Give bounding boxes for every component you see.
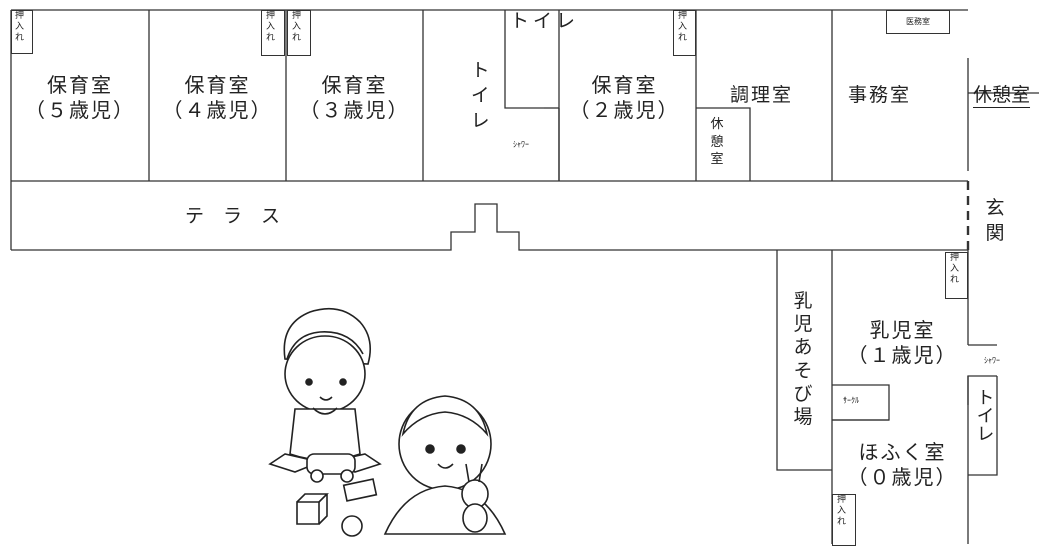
closet-6: 押入れ [832,494,856,546]
closet-1: 押入れ [11,10,33,54]
room-iryo: 医務室 [886,10,950,34]
label-shower-top: ｼｬﾜｰ [513,140,529,149]
room-hofuku-0: ほふく室（０歳児） [847,440,958,489]
room-toilet-right: トイレ [973,388,995,442]
area-nyuji-asobiba: 乳児あそび場 [793,290,813,428]
closet-2: 押入れ [261,10,285,56]
closet-3: 押入れ [287,10,311,56]
toy-blocks-icon [297,479,376,524]
closet-5: 押入れ [945,252,968,299]
room-chori: 調理室 [730,84,794,106]
room-hoiku-2: 保育室（２歳児） [569,73,680,122]
room-hoiku-3: 保育室（３歳児） [299,73,410,122]
room-circle: ｻｰｸﾙ [843,396,859,405]
room-kyukei-right: 休憩室 [973,84,1031,106]
room-kyukei-small: 休憩室 [710,117,724,168]
room-nyuji-1: 乳児室（１歳児） [847,318,958,367]
area-terrace: テ ラ ス [185,205,281,227]
girl-with-rabbit-doll-icon [385,396,505,534]
room-toilet-top: トイレ [510,10,580,32]
room-hoiku-5: 保育室（５歳児） [25,73,135,122]
children-illustration [265,304,545,544]
boy-with-toy-car-icon [270,309,380,482]
room-toilet-left: トイレ [467,60,490,135]
label-shower-right: ｼｬﾜｰ [984,356,1000,365]
room-hoiku-4: 保育室（４歳児） [162,73,273,122]
area-genkan: 玄関 [985,197,1005,244]
closet-4: 押入れ [673,10,696,56]
room-jimu: 事務室 [848,84,912,106]
ball-icon [342,516,362,536]
